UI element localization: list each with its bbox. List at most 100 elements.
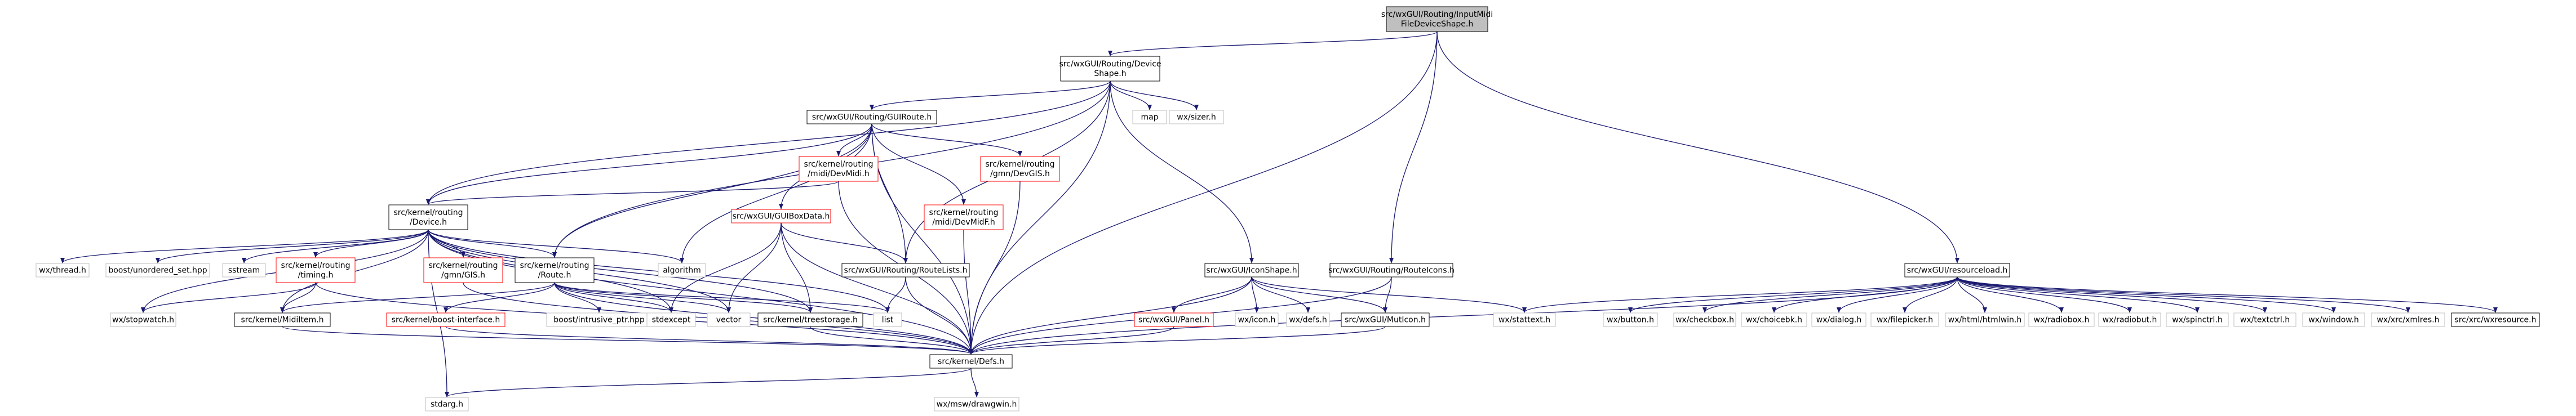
node-radiobut[interactable]: wx/radiobut.h [2098,312,2161,327]
node-routeicons[interactable]: src/wxGUI/Routing/RouteIcons.h [1328,263,1455,278]
node-intrusive[interactable]: boost/intrusive_ptr.hpp [546,312,652,327]
node-checkbox[interactable]: wx/checkbox.h [1673,312,1736,327]
node-boostiface[interactable]: src/kernel/boost-interface.h [386,312,506,327]
node-label-vector-0: vector [716,316,742,325]
edge-resourceload-to-checkbox [1702,276,1958,313]
edge-root-to-defs [969,31,1438,355]
node-box-iconshape [1204,263,1299,278]
node-box-stdexcept [646,312,696,327]
node-treestorage[interactable]: src/kernel/treestorage.h [757,312,863,327]
node-htmlwin[interactable]: wx/html/htmlwin.h [1945,312,2025,327]
node-timing[interactable]: src/kernel/routing/timing.h [276,257,356,283]
node-map[interactable]: map [1132,110,1167,124]
edge-guiboxdata-to-treestorage [781,222,813,313]
node-choicebk[interactable]: wx/choicebk.h [1741,312,1807,327]
edge-devgis1-to-defs [969,181,1021,355]
edge-guiboxdata-to-routelists [781,222,908,263]
edge-route-to-stdexcept [554,282,673,313]
edge-iconshape-to-wxicon [1251,276,1259,313]
node-resourceload[interactable]: src/wxGUI/resourceload.h [1904,263,2010,278]
node-label-unordered-0: boost/unordered_set.hpp [108,266,207,275]
node-midiitem[interactable]: src/kernel/MidiItem.h [234,312,331,327]
node-spinctrl[interactable]: wx/spinctrl.h [2166,312,2229,327]
node-label-textctrl-0: wx/textctrl.h [2240,316,2290,325]
node-label-timing-1: /timing.h [298,271,334,280]
node-label-root-0: src/wxGUI/Routing/InputMidi [1381,10,1493,19]
node-wxthread[interactable]: wx/thread.h [36,263,90,278]
node-defs[interactable]: src/kernel/Defs.h [929,354,1013,369]
edge-resourceload-to-button [1628,276,1958,313]
node-devmidi2[interactable]: src/kernel/routing/midi/DevMidF.h [924,204,1004,230]
node-deviceshape[interactable]: src/wxGUI/Routing/DeviceShape.h [1059,56,1161,82]
edge-resourceload-to-radiobox [1957,276,2064,313]
node-stdexcept[interactable]: stdexcept [646,312,696,327]
node-label-devgis1-0: src/kernel/routing [985,160,1054,169]
node-device[interactable]: src/kernel/routing/Device.h [388,204,468,230]
node-muticon[interactable]: src/wxGUI/MutIcon.h [1341,312,1430,327]
node-radiobox[interactable]: wx/radiobox.h [2028,312,2095,327]
node-sstream[interactable]: sstream [222,263,266,278]
node-panel[interactable]: src/wxGUI/Panel.h [1134,312,1214,327]
node-box-xmlres [2371,312,2445,327]
node-stattext[interactable]: wx/stattext.h [1493,312,1556,327]
node-stdarg[interactable]: stdarg.h [425,397,469,411]
edge-guiroute-to-devgis1 [871,123,1022,156]
edge-device-to-unordered [156,229,429,263]
node-label-route-1: /Route.h [538,271,571,280]
edge-resourceload-to-defs [969,276,1958,355]
node-stopwatch[interactable]: wx/stopwatch.h [110,312,176,327]
node-box-resourceload [1904,263,2010,278]
node-button[interactable]: wx/button.h [1603,312,1658,327]
node-box-panel [1134,312,1214,327]
node-root[interactable]: src/wxGUI/Routing/InputMidiFileDeviceSha… [1381,6,1493,32]
edge-iconshape-to-panel [1172,276,1252,313]
edge-guiroute-to-routelists [871,123,908,263]
node-route[interactable]: src/kernel/routing/Route.h [515,257,595,283]
node-box-devmidi1 [799,156,879,182]
node-box-wxicon [1235,312,1279,327]
node-label-wxicon-0: wx/icon.h [1238,316,1276,325]
node-iconshape[interactable]: src/wxGUI/IconShape.h [1204,263,1299,278]
node-mswdrawgwin[interactable]: wx/msw/drawgwin.h [934,397,1019,411]
node-label-wxdefs-0: wx/defs.h [1289,316,1327,325]
node-wxwindow[interactable]: wx/window.h [2302,312,2365,327]
node-box-filepicker [1870,312,1939,327]
node-box-button [1603,312,1658,327]
node-devgis2[interactable]: src/kernel/routing/gmn/GIS.h [423,257,503,283]
node-guiroute[interactable]: src/wxGUI/Routing/GUIRoute.h [806,110,937,124]
edge-guiroute-to-devmidi2 [871,123,966,205]
edge-defs-to-stdarg [445,368,972,397]
edge-deviceshape-to-iconshape [1110,80,1254,263]
node-box-wxdefs [1286,312,1330,327]
node-label-device-1: /Device.h [410,218,447,227]
node-vector[interactable]: vector [707,312,751,327]
node-devmidi1[interactable]: src/kernel/routing/midi/DevMidi.h [799,156,879,182]
node-label-guiroute-0: src/wxGUI/Routing/GUIRoute.h [812,113,932,122]
node-list[interactable]: list [873,312,902,327]
node-wxresource[interactable]: src/xrc/wxresource.h [2451,312,2540,327]
node-wxdefs[interactable]: wx/defs.h [1286,312,1330,327]
node-sizer[interactable]: wx/sizer.h [1169,110,1224,124]
node-routelists[interactable]: src/wxGUI/Routing/RouteLists.h [841,263,970,278]
node-algorithm[interactable]: algorithm [658,263,706,278]
node-filepicker[interactable]: wx/filepicker.h [1870,312,1939,327]
node-box-guiroute [806,110,937,124]
edge-guiroute-to-devmidi1 [836,123,872,156]
node-unordered[interactable]: boost/unordered_set.hpp [105,263,210,278]
node-xmlres[interactable]: wx/xrc/xmlres.h [2371,312,2445,327]
node-box-boostiface [386,312,506,327]
node-wxicon[interactable]: wx/icon.h [1235,312,1279,327]
node-textctrl[interactable]: wx/textctrl.h [2233,312,2296,327]
node-label-timing-0: src/kernel/routing [281,261,350,270]
node-dialog[interactable]: wx/dialog.h [1811,312,1866,327]
node-box-stdarg [425,397,469,411]
node-guiboxdata[interactable]: src/wxGUI/GUIBoxData.h [731,209,831,223]
edge-device-to-algorithm [428,229,684,263]
edge-iconshape-to-muticon [1251,276,1387,313]
edge-boostiface-to-defs [445,326,973,355]
node-label-midiitem-0: src/kernel/MidiItem.h [241,316,324,325]
node-box-devgis1 [980,156,1060,182]
edge-device-to-route [428,229,557,258]
node-devgis1[interactable]: src/kernel/routing/gmn/DevGIS.h [980,156,1060,182]
node-label-algorithm-0: algorithm [663,266,701,275]
